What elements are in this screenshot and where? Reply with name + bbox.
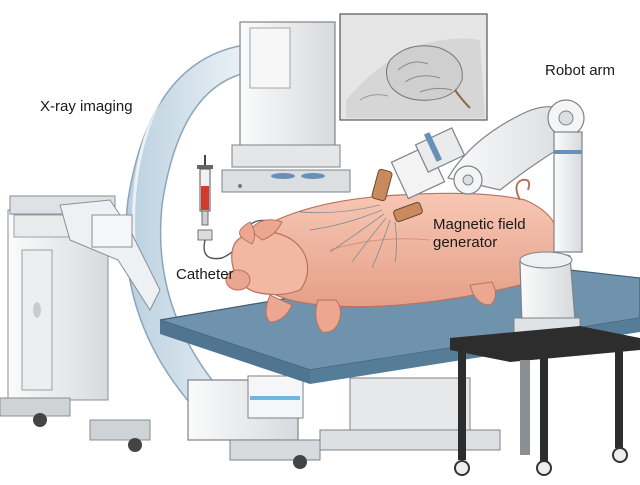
magnetic-field-lines xyxy=(299,204,397,269)
label-magnetic-line2: generator xyxy=(433,234,498,251)
label-magnetic-line1: Magnetic field xyxy=(433,216,526,233)
label-magnetic-field-generator: Magnetic field generator xyxy=(433,216,526,252)
robot-arm xyxy=(447,99,585,335)
label-xray-imaging: X-ray imaging xyxy=(40,98,133,115)
pig xyxy=(225,178,561,333)
c-arm xyxy=(59,21,351,469)
label-robot-arm: Robot arm xyxy=(545,62,616,79)
magnetic-field-generator xyxy=(371,127,466,223)
brain-inset xyxy=(339,13,488,121)
robot-stand xyxy=(450,326,640,476)
label-catheter: Catheter xyxy=(176,266,234,283)
